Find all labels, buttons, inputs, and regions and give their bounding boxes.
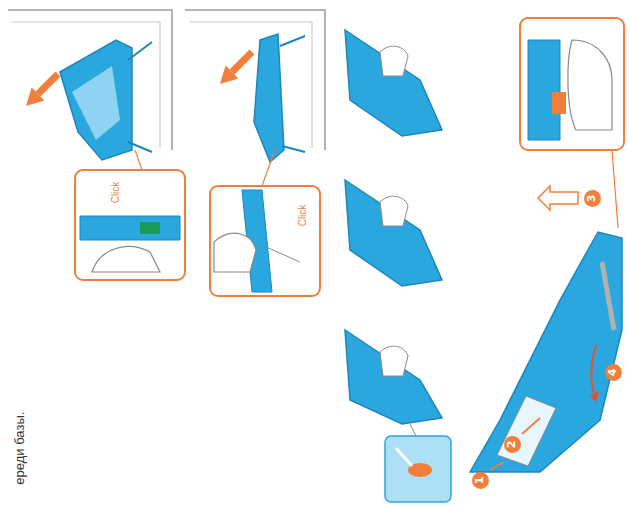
hand <box>380 346 408 376</box>
adjust-button <box>552 92 566 114</box>
seat-base <box>254 34 284 162</box>
indicator-window <box>140 222 160 234</box>
callout-number: 4 <box>608 368 619 376</box>
isofix-arm <box>128 42 152 152</box>
leader-line <box>612 150 618 228</box>
rotate-arrow <box>591 345 596 394</box>
leader-line <box>135 150 142 170</box>
direction-arrow <box>232 52 252 72</box>
rotate-arrow-head <box>590 391 599 402</box>
hand <box>214 233 256 272</box>
callout-circle: 3 <box>584 190 601 207</box>
leader-line <box>410 424 416 436</box>
detail-inset <box>385 436 451 502</box>
detail-inset <box>520 18 624 150</box>
isofix-arm <box>280 36 305 152</box>
pull-arrow <box>490 462 504 470</box>
seat-base-panel <box>72 66 120 140</box>
push-arrow <box>538 186 578 210</box>
direction-arrow-head <box>220 66 238 84</box>
callout-circle: 2 <box>504 436 521 453</box>
seat-base <box>60 40 132 160</box>
hand <box>92 246 160 272</box>
instruction-text: ереди базы. <box>13 411 27 484</box>
detail-inset <box>75 170 185 280</box>
callout-circle: 4 <box>605 364 622 381</box>
isofix-connector <box>80 216 180 240</box>
callout-circle: 1 <box>472 472 489 489</box>
seat-base <box>470 232 622 472</box>
direction-arrow <box>38 74 58 94</box>
hand <box>380 46 408 76</box>
callout-number: 1 <box>475 476 486 484</box>
hand <box>568 40 612 130</box>
base-panel <box>497 396 556 466</box>
support-leg <box>528 40 560 140</box>
seat-base <box>345 330 442 424</box>
callout-number: 2 <box>507 440 518 448</box>
seat-base <box>345 30 442 136</box>
callout-number: 3 <box>587 194 598 202</box>
vehicle-seat-outline <box>185 10 325 150</box>
support-leg <box>264 246 300 262</box>
pull-arrow <box>522 418 540 434</box>
click-label: Click <box>297 204 308 226</box>
hand <box>380 196 408 226</box>
finger <box>396 448 412 466</box>
seat-base <box>345 180 442 286</box>
detail-inset <box>210 186 320 296</box>
leader-line <box>262 150 275 186</box>
support-leg <box>602 262 614 330</box>
direction-arrow-head <box>26 88 44 106</box>
click-label: Click <box>110 181 121 203</box>
